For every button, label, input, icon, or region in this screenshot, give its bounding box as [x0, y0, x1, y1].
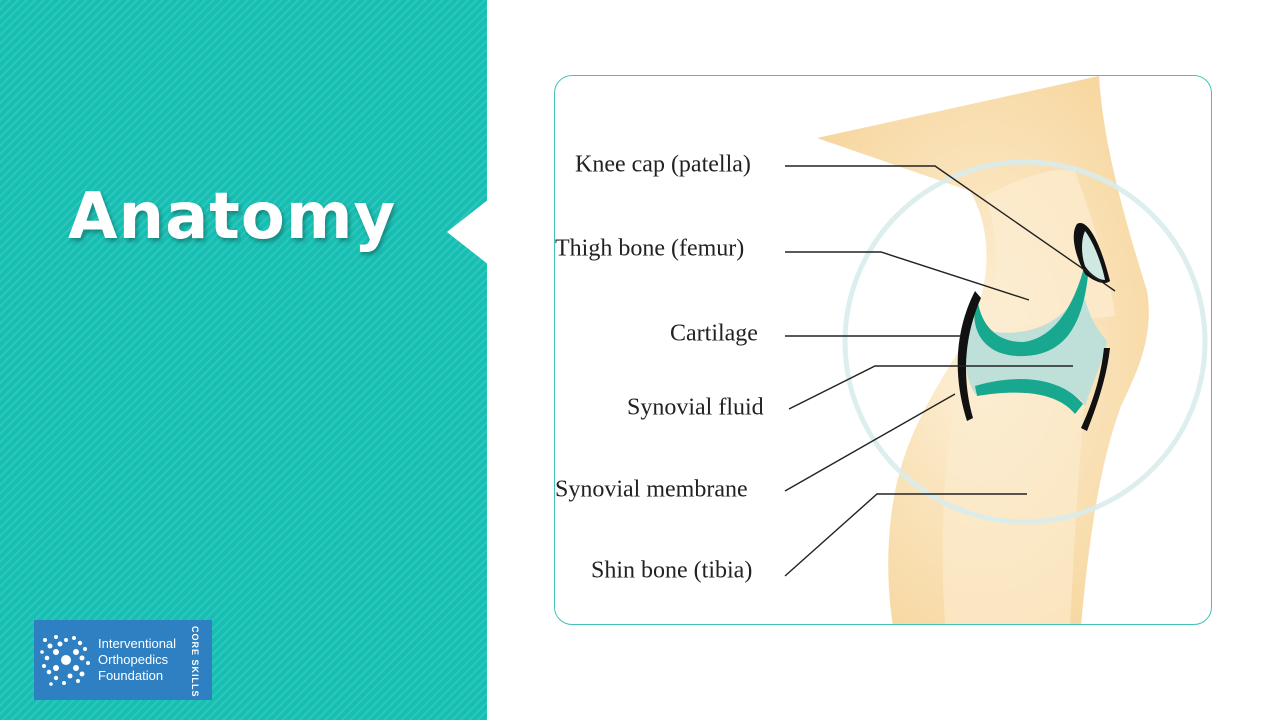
- zoom-circle: [842, 159, 1208, 525]
- femur-cartilage: [974, 236, 1090, 357]
- label-synovial-membrane: Synovial membrane: [555, 476, 748, 503]
- patella-cartilage: [1082, 231, 1105, 280]
- leader-synovial-fluid: [788, 365, 1073, 410]
- slide-title: Anatomy: [68, 180, 397, 254]
- title-panel: Anatomy Interventional Orthopedics Found…: [0, 0, 487, 720]
- leader-synovial-membrane: [784, 393, 956, 492]
- leader-shin-bone: [784, 493, 1027, 577]
- label-knee-cap: Knee cap (patella): [575, 151, 751, 178]
- tibia-cartilage: [975, 379, 1083, 414]
- foundation-logo: Interventional Orthopedics Foundation: [34, 620, 212, 700]
- tibia-shade: [942, 391, 1085, 624]
- label-thigh-bone: Thigh bone (femur): [555, 235, 745, 262]
- panel-pointer-arrow: [447, 199, 489, 265]
- knee-diagram: Knee cap (patella) Thigh bone (femur) Ca…: [554, 75, 1212, 625]
- knee-illustration: [784, 76, 1208, 624]
- synovial-membrane-back: [957, 291, 981, 421]
- label-shin-bone: Shin bone (tibia): [591, 557, 753, 584]
- logo-text: Interventional Orthopedics Foundation: [98, 636, 176, 684]
- logo-core-skills-tag: CORE SKILLS: [190, 626, 200, 698]
- leader-knee-cap: [785, 165, 1116, 292]
- logo-line-2: Orthopedics: [98, 652, 169, 667]
- dot-swirl-logo-icon: [40, 635, 90, 686]
- leader-lines: [784, 165, 1116, 577]
- logo-line-3: Foundation: [98, 668, 164, 683]
- leader-thigh-bone: [785, 251, 1030, 301]
- label-synovial-fluid: Synovial fluid: [627, 394, 764, 421]
- synovial-membrane-front: [1081, 348, 1110, 431]
- label-cartilage: Cartilage: [670, 320, 758, 347]
- logo-line-1: Interventional: [98, 636, 177, 651]
